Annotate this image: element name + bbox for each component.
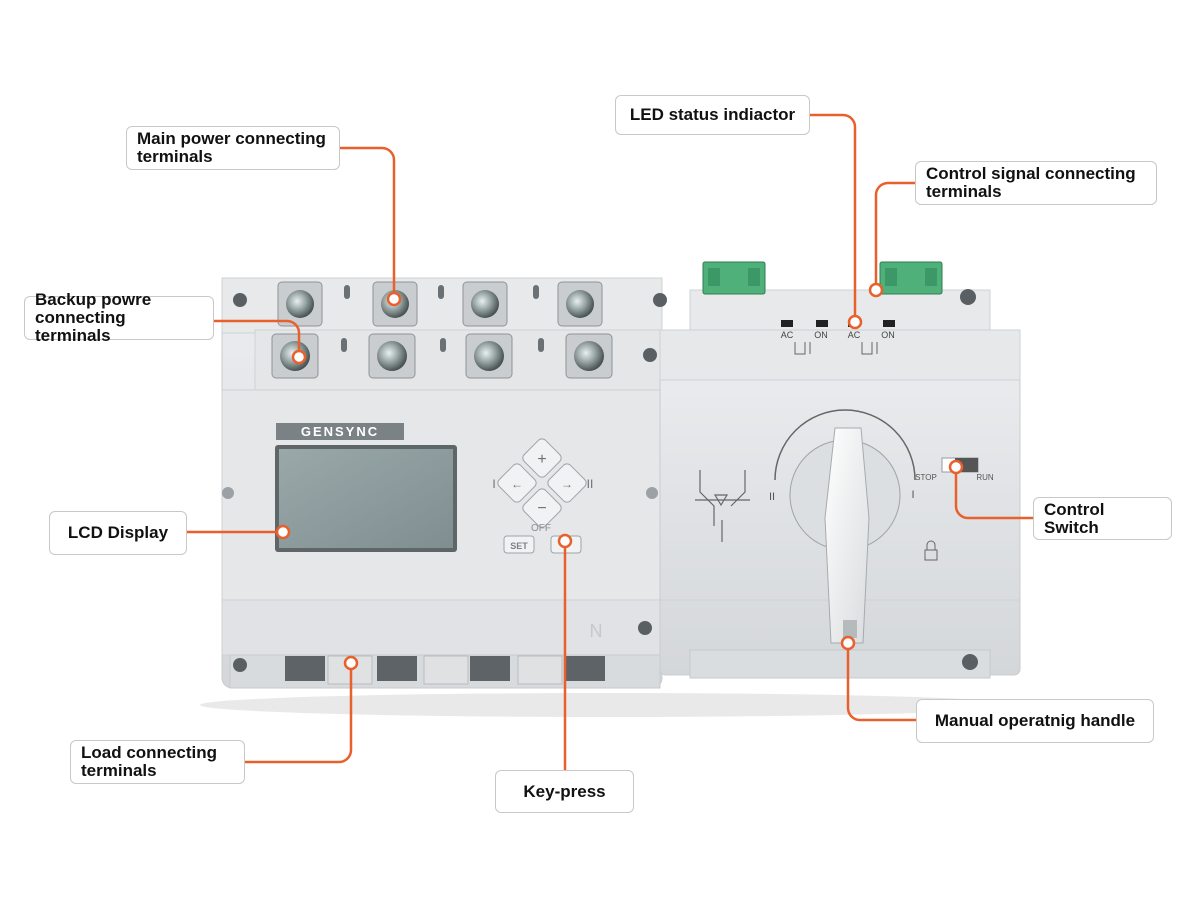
led-on-label-1: ON (814, 330, 828, 340)
set-key[interactable] (503, 535, 535, 554)
callout-manual-handle-text: Manual operatnig handle (934, 711, 1136, 730)
svg-text:+: + (537, 451, 546, 468)
leader-control-signal (874, 181, 917, 292)
callout-control-switch: Control Switch (1033, 497, 1172, 540)
callout-control-signal: Control signal connecting terminals (915, 161, 1157, 205)
switch-schematic-icon (695, 470, 750, 542)
led-ac-label-2: AC (848, 330, 861, 340)
callout-lcd-display-text: LCD Display (67, 523, 169, 542)
callout-backup-power: Backup powre connecting terminals (24, 291, 214, 345)
callout-control-switch-text: Control Switch (1044, 499, 1105, 537)
backup-power-terminals (271, 333, 613, 379)
dial-two-mark: II (769, 491, 775, 503)
lcd-screen (279, 449, 453, 548)
leader-dot-backup-power (291, 349, 307, 365)
key-left[interactable] (496, 462, 538, 504)
svg-text:→: → (561, 477, 573, 491)
selector-mark-left: I (492, 477, 495, 491)
leader-dot-lcd-display (275, 524, 291, 540)
leader-dot-manual-handle (840, 635, 856, 651)
led-ac-label-1: AC (781, 330, 794, 340)
leader-dot-control-switch (948, 459, 964, 475)
callout-led-status: LED status indiactor (615, 95, 810, 135)
callout-lcd-display: LCD Display (49, 511, 187, 555)
callout-control-signal-text: Control signal connecting terminals (926, 164, 1136, 201)
stop-mark: STOP (915, 473, 937, 482)
leader-dot-control-signal (868, 282, 884, 298)
dial-one-mark: I (911, 489, 914, 501)
callout-key-press-text: Key-press (523, 781, 606, 801)
brand-logo: GENSYNC (301, 424, 379, 439)
selector-mark-right: II (587, 477, 594, 491)
leader-load-terminals (243, 662, 353, 764)
callout-main-power-text: Main power connecting terminals (137, 129, 326, 166)
led-on-label-2: ON (881, 330, 895, 340)
callout-load-terminals-text: Load connecting terminals (81, 743, 217, 780)
key-right[interactable] (546, 462, 588, 504)
brand-plate (276, 423, 404, 440)
leader-manual-handle (846, 642, 918, 722)
callout-key-press: Key-press (495, 770, 634, 813)
leader-dot-key-press (557, 533, 573, 549)
leader-led-status (808, 113, 857, 324)
key-minus[interactable] (521, 487, 563, 529)
phase-mark: N (590, 621, 603, 641)
callout-manual-handle: Manual operatnig handle (916, 699, 1154, 743)
callout-led-status-text: LED status indiactor (629, 105, 796, 124)
keypad: + ← → − I II OFF SET (492, 437, 594, 554)
manual-operating-handle[interactable] (824, 427, 870, 644)
callout-main-power: Main power connecting terminals (126, 126, 340, 170)
leader-backup-power (212, 319, 301, 358)
callout-load-terminals: Load connecting terminals (70, 740, 245, 784)
control-signal-terminals (702, 261, 943, 295)
key-plus[interactable] (521, 437, 563, 479)
leader-dot-main-power (386, 291, 402, 307)
set-key-label: SET (510, 541, 528, 551)
svg-text:−: − (537, 500, 546, 517)
padlock-icon (924, 540, 938, 561)
callout-backup-power-text: Backup powre connecting terminals (35, 290, 152, 345)
leader-dot-led-status (847, 314, 863, 330)
main-power-terminals (277, 281, 603, 327)
leader-control-switch (954, 466, 1035, 520)
run-mark: RUN (976, 473, 994, 482)
leader-dot-load-terminals (343, 655, 359, 671)
svg-text:←: ← (511, 477, 523, 491)
leader-main-power (338, 146, 396, 300)
off-mark: OFF (531, 523, 551, 534)
